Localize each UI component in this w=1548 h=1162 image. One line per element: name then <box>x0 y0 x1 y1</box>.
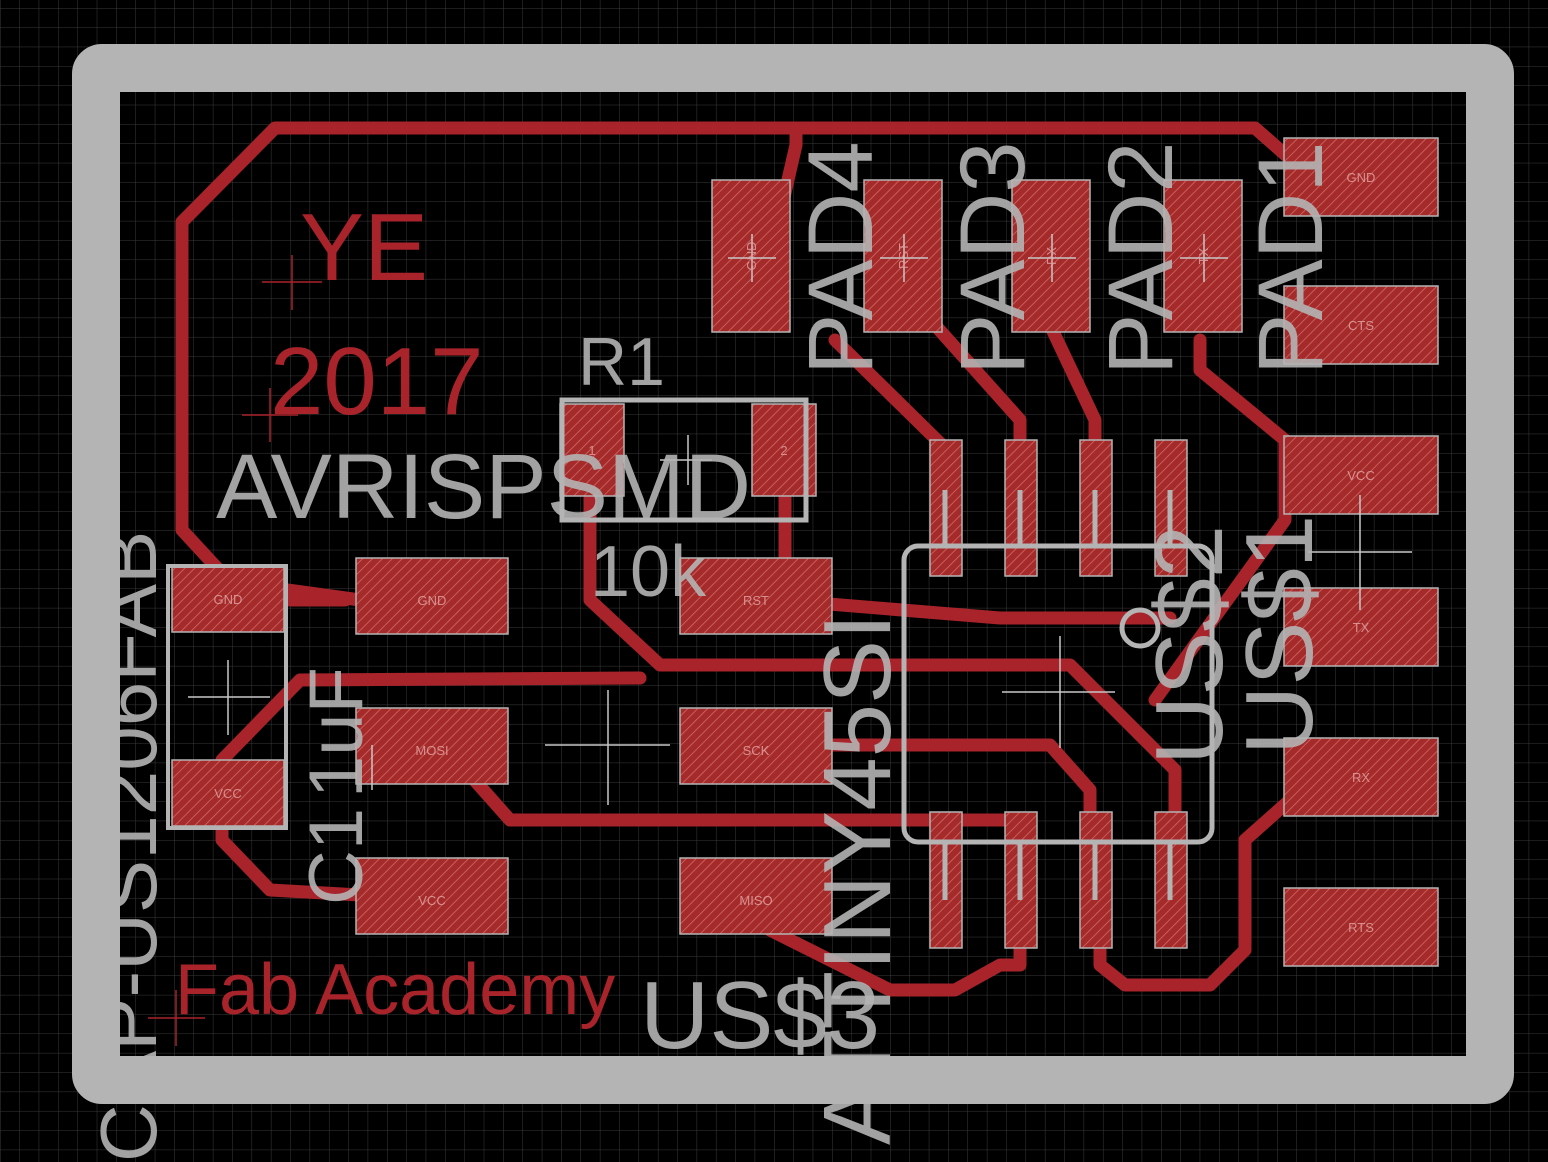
ftdi-pad-cts <box>1283 285 1439 365</box>
label-us2: US$2 <box>1136 525 1243 765</box>
label-cap-value: CAP-US1206FAB <box>84 531 173 1162</box>
label-isp-vcc: VCC <box>418 893 445 908</box>
pad3-copper <box>863 179 943 333</box>
label-isp-mosi: MOSI <box>415 743 448 758</box>
ftdi-pad-rts <box>1283 887 1439 967</box>
trace-miso-chip <box>763 923 1027 997</box>
label-pad4: PAD4 <box>790 141 892 375</box>
chip-pin1-marker <box>1119 607 1161 649</box>
pad-labels: GND RST MOSI SCK VCC MISO GND VCC GND CT… <box>214 170 1376 935</box>
trace-rst-chip <box>773 593 1177 625</box>
label-pad3-rst: RST <box>896 243 911 269</box>
label-cap-gnd: GND <box>214 592 243 607</box>
label-c1-name: C1 <box>294 808 379 905</box>
label-isp-rst: RST <box>743 593 769 608</box>
silkscreen-layer <box>166 397 1215 900</box>
board-texts: YE 2017 Fab Academy <box>175 194 615 1030</box>
label-ftdi-vcc: VCC <box>1347 468 1374 483</box>
text-year: 2017 <box>270 328 484 435</box>
isp-pad-vcc <box>355 857 509 935</box>
origin-pad1 <box>1180 234 1228 282</box>
isp-pad-gnd <box>355 557 509 635</box>
isp-pad-miso <box>679 857 833 935</box>
label-ftdi-gnd: GND <box>1347 170 1376 185</box>
origin-pad2 <box>1028 234 1076 282</box>
label-isp-value: AVRISPSMD <box>216 436 751 538</box>
origin-brand <box>148 990 205 1046</box>
label-ftdi-tx: TX <box>1353 620 1370 635</box>
origin-crosses <box>188 234 1412 805</box>
label-ftdi-cts: CTS <box>1348 318 1374 333</box>
ftdi-pad-vcc <box>1283 435 1439 515</box>
label-r1-p1: 1 <box>588 443 595 458</box>
label-r1-value: 10k <box>590 532 707 612</box>
cap-body-outline <box>166 564 288 830</box>
ftdi-pad-rx <box>1283 737 1439 817</box>
label-ftdi-rx: RX <box>1352 770 1370 785</box>
text-initials: YE <box>300 194 428 301</box>
isp-pad-mosi <box>355 707 509 785</box>
label-pad3: PAD3 <box>942 141 1044 375</box>
text-origin-crosses <box>148 255 322 1046</box>
label-us3: US$3 <box>640 962 880 1069</box>
pad2-copper <box>1011 179 1091 333</box>
origin-initials <box>262 255 322 310</box>
cap-pad-gnd <box>171 565 285 633</box>
label-pad1-tx: TX <box>1196 247 1211 264</box>
label-isp-sck: SCK <box>743 743 770 758</box>
label-r1-p2: 2 <box>780 443 787 458</box>
label-ftdi-rts: RTS <box>1348 920 1374 935</box>
label-pad1: PAD1 <box>1240 141 1342 375</box>
trace-chip-ftdi <box>1093 793 1297 992</box>
label-cap-vcc: VCC <box>214 786 241 801</box>
label-c1-value: 1uF <box>294 667 379 798</box>
pad4-copper <box>711 179 791 333</box>
origin-chip <box>1002 636 1115 748</box>
cap-pad-vcc <box>171 759 285 827</box>
label-isp-gnd: GND <box>418 593 447 608</box>
trace-r1-chip <box>583 453 1182 907</box>
ftdi-pad-gnd <box>1283 137 1439 217</box>
r1-pad-1 <box>559 403 625 497</box>
isp-pad-sck <box>679 707 833 785</box>
ftdi-pad-tx <box>1283 587 1439 667</box>
isp-pad-rst <box>679 557 833 635</box>
origin-r1 <box>660 435 712 485</box>
label-us1: US$1 <box>1226 515 1333 755</box>
pad-layer <box>171 137 1439 967</box>
board-outline <box>72 44 1514 1104</box>
pad1-copper <box>1163 179 1243 333</box>
origin-cap <box>188 660 270 735</box>
label-pad4-gnd: GND <box>744 242 759 271</box>
text-brand: Fab Academy <box>175 950 615 1030</box>
origin-isp <box>545 690 670 805</box>
chip-body-outline <box>901 543 1215 845</box>
r1-body-outline <box>559 397 809 523</box>
origin-pad3 <box>880 234 928 282</box>
label-pad2-rx: RX <box>1044 247 1059 265</box>
label-isp-miso: MISO <box>739 893 772 908</box>
label-r1-name: R1 <box>578 324 665 400</box>
component-labels: R1 10k AVRISPSMD US$3 C1 1uF CAP-US1206F… <box>84 141 1342 1162</box>
origin-year <box>242 388 298 442</box>
origin-pad4 <box>728 234 776 282</box>
label-attiny: ATTINY45SI <box>804 613 911 1145</box>
chip-pin-1 <box>929 811 963 949</box>
origin-ftdi <box>1308 495 1412 610</box>
label-pad2: PAD2 <box>1090 141 1192 375</box>
